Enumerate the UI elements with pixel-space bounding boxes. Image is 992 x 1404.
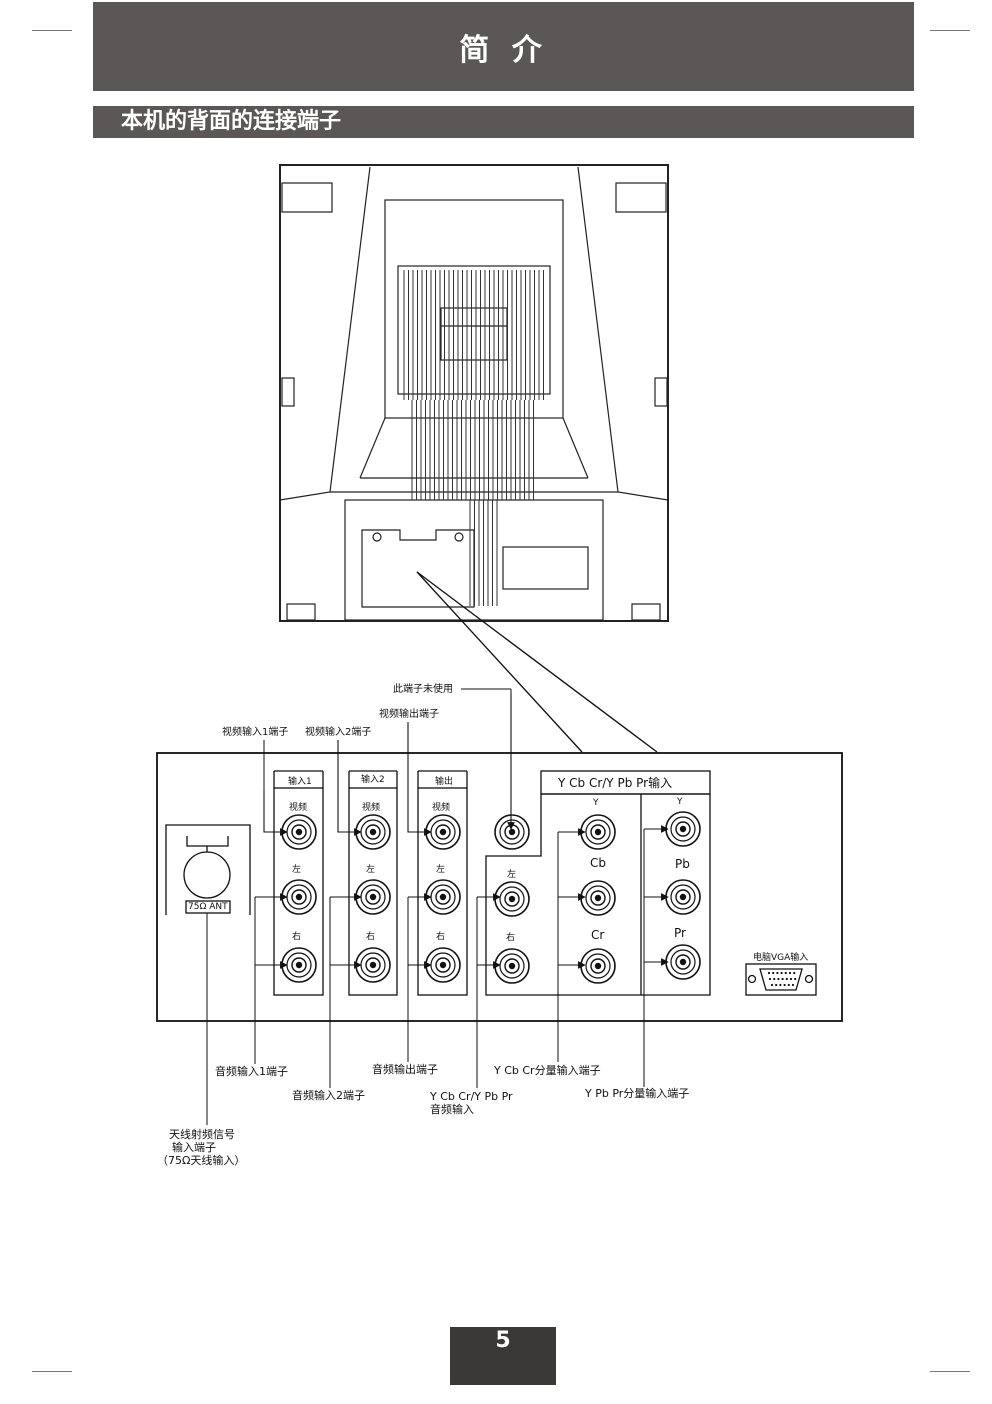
rca-jack	[425, 879, 461, 915]
port-label-cb: Cb	[590, 856, 606, 870]
callout-video-out: 视频输出端子	[379, 709, 439, 720]
port-label-y: Y	[593, 798, 599, 808]
rca-jack	[281, 879, 317, 915]
vga-pin	[776, 971, 779, 975]
section-title: 本机的背面的连接端子	[93, 106, 914, 138]
rca-jack	[494, 881, 530, 917]
zoom-line	[416, 571, 583, 753]
vga-pin	[780, 971, 783, 975]
vga-pin	[787, 983, 790, 987]
vga-pin	[779, 983, 782, 987]
crop-mark	[930, 30, 970, 31]
port-label-video: 视频	[289, 803, 308, 813]
port-label-pb: Pb	[675, 857, 690, 871]
rca-jack	[425, 814, 461, 850]
port-label-right: 右	[506, 933, 516, 943]
port-label-y: Y	[677, 797, 683, 807]
zoom-line	[416, 571, 658, 753]
callout-component-audio: 音频输入	[430, 1103, 474, 1116]
rca-jack	[355, 879, 391, 915]
callout-audio-out: 音频输出端子	[372, 1063, 438, 1076]
port-label-left: 左	[366, 865, 376, 875]
vga-pin	[788, 971, 792, 975]
rca-jack	[425, 947, 461, 983]
callout-audio-in2: 音频输入2端子	[292, 1089, 365, 1102]
vga-pin	[793, 971, 796, 975]
rca-jack	[355, 947, 391, 983]
port-label-video: 视频	[432, 803, 451, 813]
vga-label: 电脑VGA输入	[753, 953, 809, 963]
callout-antenna: 输入端子	[172, 1141, 216, 1154]
vent-grille	[403, 270, 544, 606]
vga-pin	[767, 971, 771, 975]
rca-jack	[665, 944, 701, 980]
vga-pin	[770, 983, 774, 987]
rca-jack	[355, 814, 391, 850]
port-label-left: 左	[507, 870, 517, 880]
port-label-pr: Pr	[674, 926, 686, 940]
port-label-right: 右	[436, 932, 446, 942]
group-label-component: Y Cb Cr/Y Pb Pr输入	[558, 776, 673, 790]
vga-pins	[767, 971, 797, 987]
vga-pin	[785, 977, 788, 981]
callout-lines	[206, 688, 645, 1125]
crop-mark	[32, 30, 72, 31]
callout-video-in2: 视频输入2端子	[305, 727, 372, 738]
vga-pin	[791, 983, 795, 987]
vga-pin	[783, 983, 786, 987]
rca-jack	[580, 814, 616, 850]
callout-ypbpr-in: Y Pb Pr分量输入端子	[585, 1087, 690, 1100]
vga-pin	[789, 977, 793, 981]
group-label-output: 输出	[435, 777, 454, 787]
antenna-tag: 75Ω ANT	[188, 902, 228, 912]
vga-pin	[794, 977, 797, 981]
callout-audio-in1: 音频输入1端子	[215, 1065, 288, 1078]
vga-pin	[768, 977, 772, 981]
crop-mark	[930, 1371, 970, 1372]
port-label-right: 右	[292, 932, 302, 942]
port-label-left: 左	[292, 865, 302, 875]
callout-video-in1: 视频输入1端子	[222, 727, 289, 738]
vga-pin	[781, 977, 784, 981]
crop-mark	[32, 1371, 72, 1372]
rca-jack	[281, 814, 317, 850]
group-label-input2: 输入2	[361, 775, 385, 785]
port-label-cr: Cr	[591, 928, 605, 942]
vga-pin	[777, 977, 780, 981]
port-label-right: 右	[366, 932, 376, 942]
page-title: 简 介	[93, 2, 914, 91]
panel-arrows	[255, 694, 669, 969]
group-label-input1: 输入1	[288, 777, 312, 787]
callout-unused-terminal: 此端子未使用	[393, 684, 453, 695]
vga-pin	[775, 983, 778, 987]
vga-pin	[772, 971, 775, 975]
page-number: 5	[450, 1327, 556, 1385]
rca-jack	[494, 948, 530, 984]
callout-ycbcr-in: Y Cb Cr分量输入端子	[494, 1064, 601, 1077]
connector-panel	[156, 752, 843, 1022]
callout-component-audio: Y Cb Cr/Y Pb Pr	[430, 1090, 513, 1103]
rca-jacks	[281, 811, 701, 984]
rca-jack	[281, 947, 317, 983]
rca-jack	[665, 879, 701, 915]
rca-jack	[665, 811, 701, 847]
callout-antenna: （75Ω天线输入）	[157, 1154, 246, 1167]
rca-jack	[580, 880, 616, 916]
rca-jack	[580, 948, 616, 984]
port-label-left: 左	[436, 865, 446, 875]
port-label-video: 视频	[362, 803, 381, 813]
vga-pin	[773, 977, 776, 981]
rca-jack	[494, 814, 530, 850]
vga-pin	[784, 971, 787, 975]
callout-antenna: 天线射频信号	[169, 1128, 235, 1141]
